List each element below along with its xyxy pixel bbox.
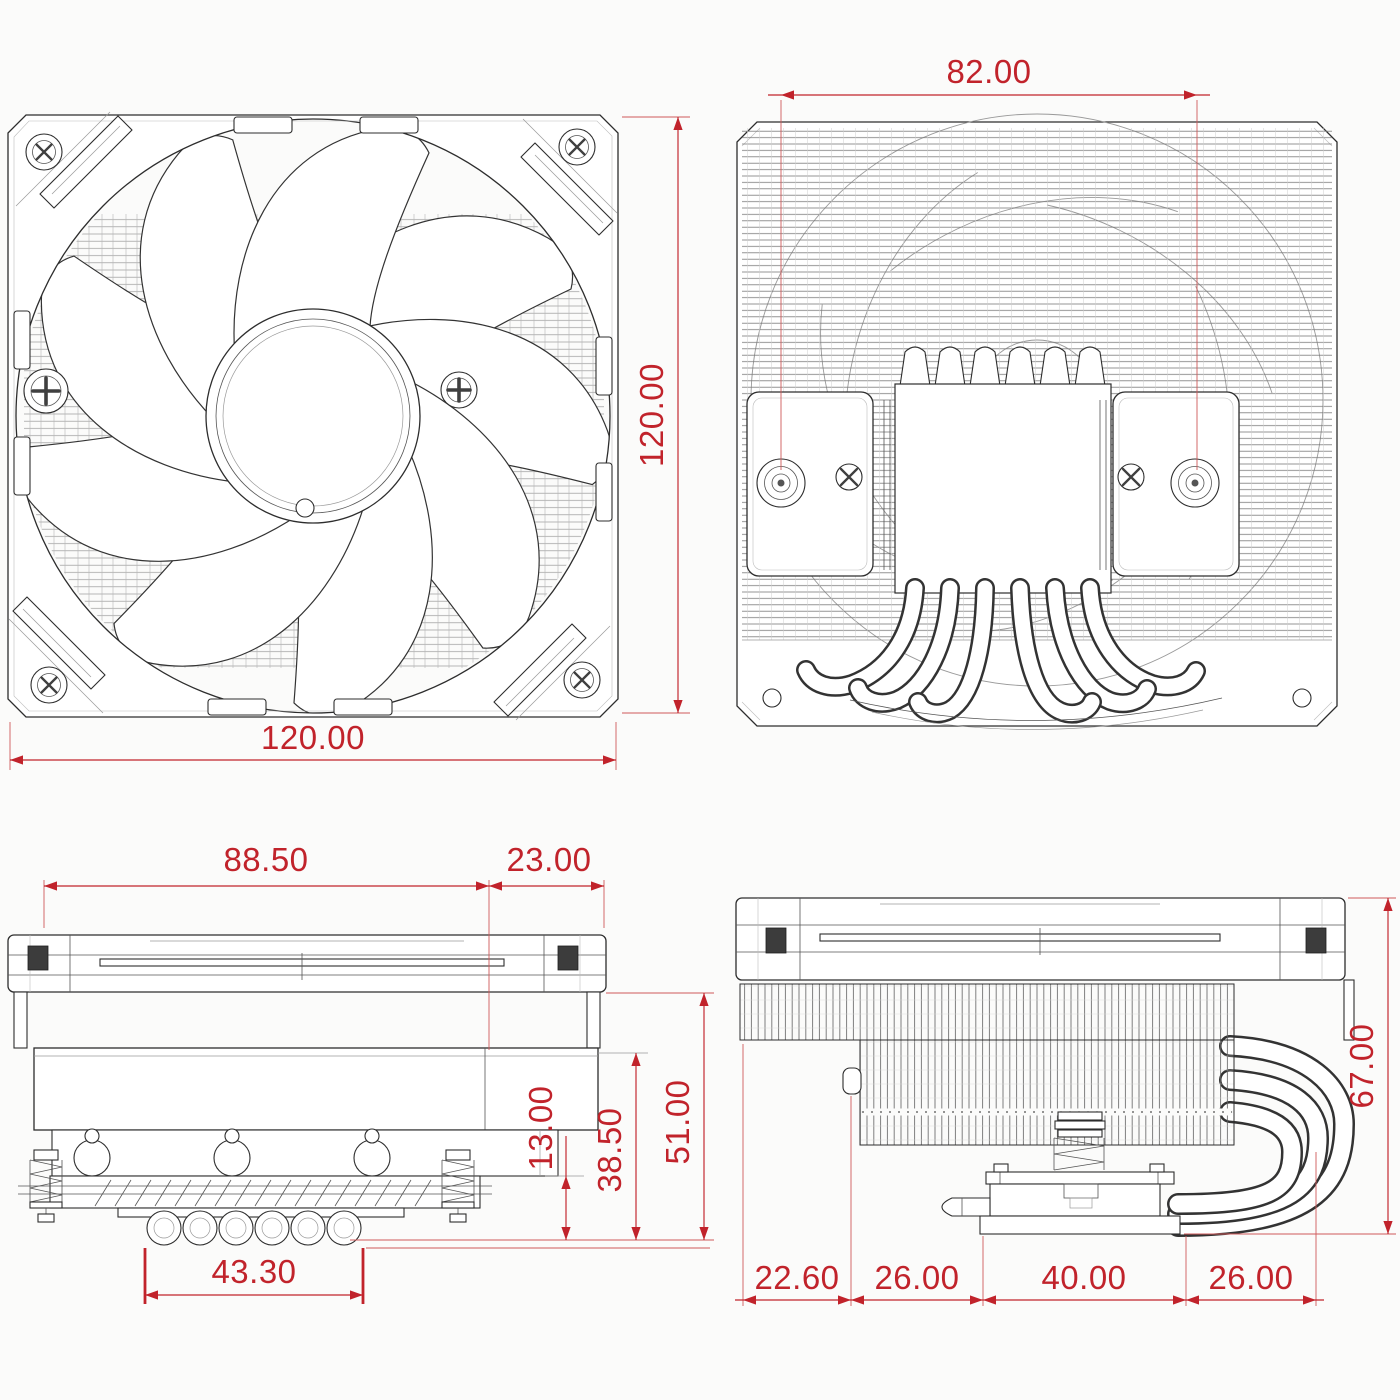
spring-screw-right	[441, 1149, 475, 1223]
dim-fan-overhang-label: 23.00	[506, 841, 591, 878]
frame-screw-hole	[1292, 688, 1312, 708]
dimension-fan-height: 120.00	[622, 116, 690, 714]
dimension-pipe-cluster: 43.30	[143, 1248, 365, 1304]
view-side-b: 67.00 22.60 26.00 40.00 26.00	[735, 897, 1396, 1306]
spring-screw-left	[29, 1149, 63, 1223]
heat-pipe-ends	[146, 1210, 362, 1246]
dimension-mount-spacing: 82.00	[768, 53, 1210, 470]
fin-stack-front	[739, 983, 1235, 1146]
base-with-crown-fins	[18, 1175, 492, 1218]
view-side-a: 88.50 23.00 51.00 38.50 13.00	[7, 841, 714, 1304]
dimension-overall-height: 67.00	[1184, 897, 1396, 1235]
view-bottom: 82.00	[736, 53, 1338, 730]
dim-seg-fan-overhang-label: 22.60	[754, 1259, 839, 1296]
dim-seg-pipe-offset-label: 26.00	[1208, 1259, 1293, 1296]
bracket-plate	[51, 1128, 559, 1177]
heat-pipes-bottom	[796, 578, 1223, 730]
dimension-fan-width: 120.00	[9, 719, 617, 770]
spring-screw-center	[1053, 1111, 1106, 1171]
dim-heatsink-height-label: 38.50	[591, 1107, 628, 1192]
cold-plate	[894, 383, 1112, 594]
mount-bracket-left	[746, 391, 874, 577]
dimension-bottom-chain: 22.60 26.00 40.00 26.00	[735, 1044, 1324, 1306]
dim-fin-depth-label: 88.50	[223, 841, 308, 878]
dim-pipe-cluster-label: 43.30	[211, 1253, 296, 1290]
dimension-fin-depth: 88.50 23.00	[43, 841, 605, 1050]
dim-seg-fin-offset-label: 26.00	[874, 1259, 959, 1296]
dim-overall-height-label: 67.00	[1343, 1023, 1380, 1108]
dim-height-no-fan-label: 51.00	[659, 1079, 696, 1164]
base-assembly	[941, 1163, 1181, 1235]
mount-screw-left	[23, 368, 69, 414]
dim-seg-base-width-label: 40.00	[1041, 1259, 1126, 1296]
dimension-heights: 51.00 38.50 13.00	[350, 992, 714, 1249]
mount-screw-right	[440, 371, 478, 409]
dim-base-height-label: 13.00	[522, 1085, 559, 1170]
fan-side	[7, 934, 607, 1049]
dim-fan-height-label: 120.00	[633, 363, 670, 467]
fan-side	[735, 897, 1355, 1041]
heat-pipes-bends	[1167, 1035, 1356, 1237]
fin-stack-side	[33, 1047, 599, 1131]
frame-screw-hole	[762, 688, 782, 708]
mount-bracket-right	[1112, 391, 1240, 577]
dim-mount-spacing-label: 82.00	[946, 53, 1031, 90]
view-fan-front: 120.00 120.00	[0, 95, 690, 770]
dim-fan-width-label: 120.00	[261, 719, 365, 756]
fan-hub	[205, 308, 421, 524]
heat-pipe-tips	[899, 346, 1106, 387]
